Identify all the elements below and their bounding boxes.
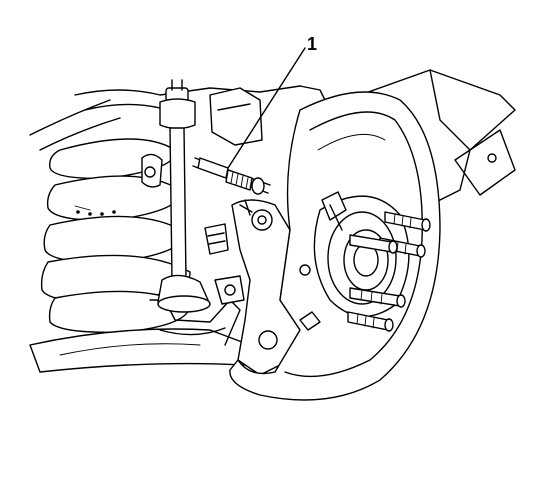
callout-leader-line <box>227 47 306 169</box>
steering-knuckle <box>231 199 301 376</box>
stabilizer-link <box>157 79 211 313</box>
callout-1-label: 1 <box>307 34 317 54</box>
bracket <box>141 87 263 305</box>
coil-spring <box>40 138 191 333</box>
wheel-studs <box>347 211 431 332</box>
callout-1: 1 <box>227 34 317 169</box>
parking-brake-cable <box>192 157 271 195</box>
wheel-hub <box>313 191 410 318</box>
